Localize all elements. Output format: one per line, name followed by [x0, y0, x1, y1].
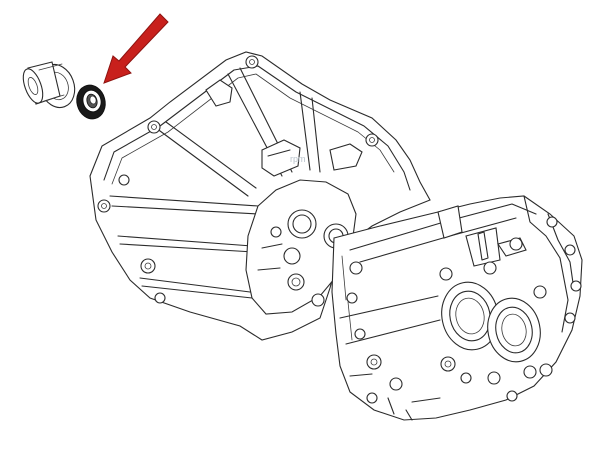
guide-sleeve-part [22, 61, 76, 109]
oil-seal-part [76, 84, 106, 120]
pointer-arrow-icon [103, 13, 169, 84]
watermark-text: rpm [290, 154, 306, 164]
gearbox-housing [89, 51, 583, 421]
